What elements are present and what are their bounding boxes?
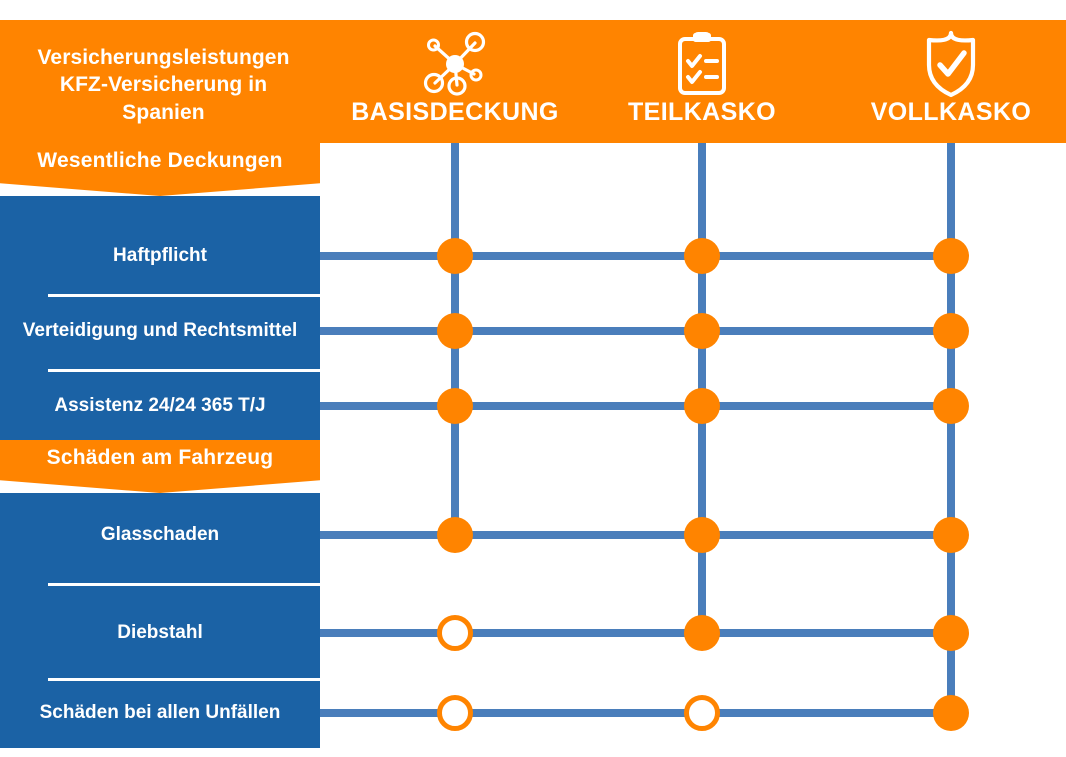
column-header-basisdeckung[interactable]: BASISDECKUNG [340, 28, 570, 125]
row-connector-line [320, 402, 951, 410]
row-connector-line [320, 709, 951, 717]
header-band [0, 20, 1066, 143]
column-connector-line [947, 143, 955, 713]
included-dot[interactable] [933, 695, 969, 731]
included-dot[interactable] [437, 388, 473, 424]
row-label: Diebstahl [117, 622, 203, 644]
section-title: Wesentliche Deckungen [37, 149, 283, 172]
row-label: Glasschaden [100, 524, 220, 546]
included-dot[interactable] [933, 238, 969, 274]
included-dot[interactable] [933, 313, 969, 349]
row-label: Haftpflicht [113, 245, 207, 267]
clipboard-checklist-icon [673, 28, 731, 100]
row-label: Verteidigung und Rechtsmittel [22, 320, 298, 342]
excluded-dot[interactable] [684, 695, 720, 731]
column-header-vollkasko[interactable]: VOLLKASKO [836, 28, 1066, 125]
included-dot[interactable] [437, 238, 473, 274]
row-label: Schäden bei allen Unfällen [39, 702, 281, 724]
row-connector-line [320, 629, 951, 637]
row-divider [48, 583, 320, 586]
included-dot[interactable] [437, 517, 473, 553]
included-dot[interactable] [684, 313, 720, 349]
row-connector-line [320, 531, 951, 539]
column-header-label: VOLLKASKO [870, 98, 1032, 126]
title-line-3: Spanien [122, 100, 205, 124]
included-dot[interactable] [684, 388, 720, 424]
title-line-1: Versicherungsleistungen [37, 46, 290, 69]
row-connector-line [320, 252, 951, 260]
row-divider [48, 294, 320, 297]
section-header-schaeden-am-fahrzeug: Schäden am Fahrzeug [0, 440, 320, 493]
row-connector-line [320, 327, 951, 335]
network-nodes-icon [421, 28, 489, 100]
column-header-teilkasko[interactable]: TEILKASKO [587, 28, 817, 125]
title-line-2: KFZ-Versicherung in [59, 73, 268, 97]
column-header-label: BASISDECKUNG [351, 98, 559, 126]
included-dot[interactable] [684, 238, 720, 274]
row-divider [48, 678, 320, 681]
included-dot[interactable] [933, 388, 969, 424]
section-title: Schäden am Fahrzeug [46, 446, 274, 469]
included-dot[interactable] [684, 615, 720, 651]
excluded-dot[interactable] [437, 615, 473, 651]
page-title: Versicherungsleistungen KFZ-Versicherung… [6, 44, 321, 126]
included-dot[interactable] [933, 517, 969, 553]
section-header-wesentliche-deckungen: Wesentliche Deckungen [0, 143, 320, 196]
included-dot[interactable] [437, 313, 473, 349]
shield-check-icon [921, 28, 981, 100]
included-dot[interactable] [933, 615, 969, 651]
sidebar-block-schaeden-am-fahrzeug [0, 493, 320, 748]
included-dot[interactable] [684, 517, 720, 553]
column-header-label: TEILKASKO [627, 98, 777, 126]
row-label: Assistenz 24/24 365 T/J [54, 395, 266, 417]
sidebar-block-wesentliche-deckungen [0, 196, 320, 440]
row-divider [48, 369, 320, 372]
excluded-dot[interactable] [437, 695, 473, 731]
